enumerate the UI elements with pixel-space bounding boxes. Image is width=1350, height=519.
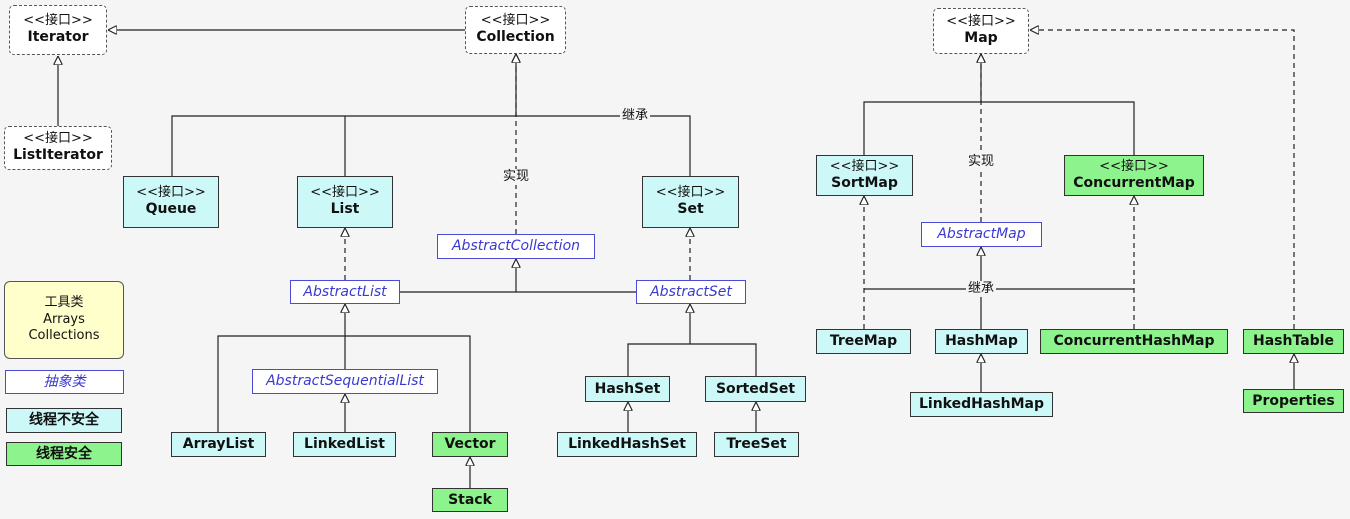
implement-label-collection: 实现: [500, 169, 532, 185]
legend-tool-item: Arrays: [43, 311, 85, 327]
sort-map-interface: <<接口>> SortMap: [816, 155, 913, 196]
stereotype: <<接口>>: [946, 14, 1016, 30]
legend-thread-unsafe: 线程不安全: [6, 408, 122, 433]
inherit-label-collection: 继承: [619, 108, 651, 124]
legend-tool-title: 工具类: [44, 294, 84, 310]
node-name: ConcurrentMap: [1073, 174, 1195, 191]
legend-thread-safe: 线程安全: [6, 442, 122, 466]
stack: Stack: [432, 488, 508, 512]
stereotype: <<接口>>: [655, 185, 726, 201]
collection-interface: <<接口>> Collection: [465, 6, 566, 54]
map-interface: <<接口>> Map: [933, 8, 1029, 54]
stereotype: <<接口>>: [480, 13, 551, 29]
set-interface: <<接口>> Set: [642, 176, 739, 228]
vector: Vector: [432, 432, 508, 457]
stereotype: <<接口>>: [310, 185, 380, 201]
node-name: Queue: [145, 201, 197, 218]
hash-map: HashMap: [935, 329, 1028, 354]
iterator-interface: <<接口>> Iterator: [9, 5, 107, 55]
abstract-collection: AbstractCollection: [437, 234, 595, 259]
linked-hash-set: LinkedHashSet: [557, 432, 697, 457]
linked-list: LinkedList: [293, 432, 396, 457]
node-name: Set: [677, 201, 704, 218]
list-interface: <<接口>> List: [297, 176, 393, 228]
hash-table: HashTable: [1243, 329, 1344, 354]
properties: Properties: [1243, 389, 1344, 413]
node-name: Map: [964, 30, 998, 47]
stereotype: <<接口>>: [1099, 158, 1169, 174]
hash-set: HashSet: [585, 376, 670, 402]
abstract-set: AbstractSet: [636, 280, 746, 304]
stereotype: <<接口>>: [829, 158, 900, 174]
legend-abstract-class: 抽象类: [5, 370, 124, 394]
tree-map: TreeMap: [816, 329, 911, 354]
list-iterator-interface: <<接口>> ListIterator: [4, 126, 112, 170]
sorted-set: SortedSet: [705, 376, 806, 402]
queue-interface: <<接口>> Queue: [123, 176, 219, 228]
abstract-map: AbstractMap: [921, 222, 1042, 247]
inherit-label-map: 继承: [965, 281, 997, 297]
tree-set: TreeSet: [714, 432, 799, 457]
concurrent-hash-map: ConcurrentHashMap: [1040, 329, 1228, 354]
legend-tool-class: 工具类 Arrays Collections: [4, 281, 124, 359]
node-name: ListIterator: [13, 147, 103, 164]
node-name: List: [330, 201, 360, 218]
node-name: Iterator: [27, 29, 89, 46]
array-list: ArrayList: [171, 432, 266, 457]
legend-tool-item: Collections: [28, 328, 100, 344]
linked-hash-map: LinkedHashMap: [910, 392, 1053, 417]
node-name: Collection: [476, 29, 555, 46]
stereotype: <<接口>>: [23, 13, 93, 29]
node-name: SortMap: [831, 174, 898, 191]
abstract-list: AbstractList: [290, 280, 400, 304]
stereotype: <<接口>>: [23, 131, 93, 147]
concurrent-map-interface: <<接口>> ConcurrentMap: [1064, 155, 1204, 196]
abstract-sequential-list: AbstractSequentialList: [252, 369, 438, 394]
stereotype: <<接口>>: [136, 185, 206, 201]
implement-label-map: 实现: [965, 154, 997, 170]
